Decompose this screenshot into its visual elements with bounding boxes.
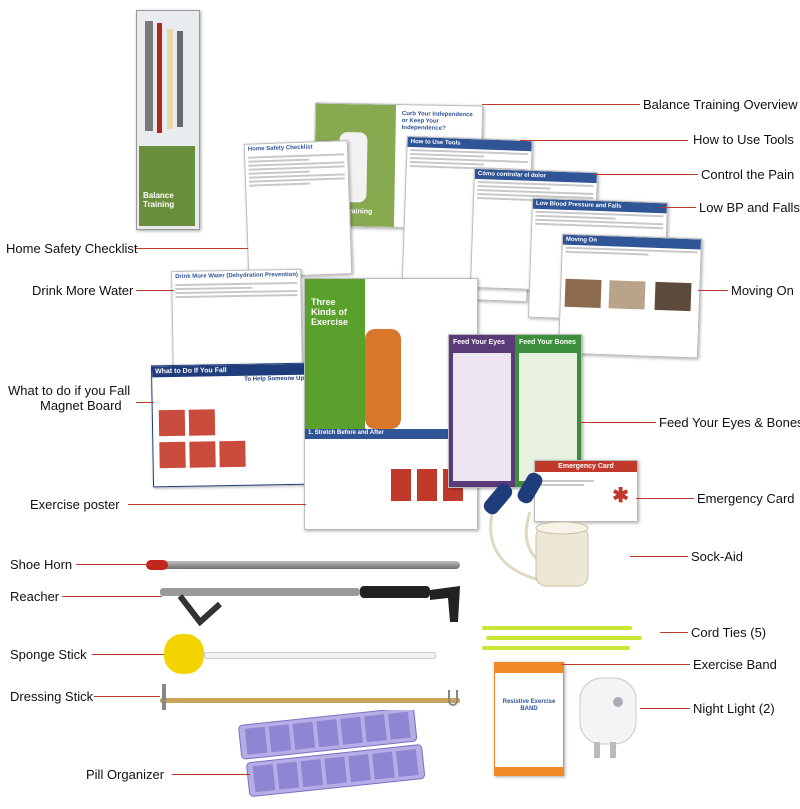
label-shoe-horn: Shoe Horn xyxy=(10,557,73,572)
label-sponge-stick: Sponge Stick xyxy=(10,647,87,662)
pill-organizer xyxy=(238,710,426,797)
sponge-stick xyxy=(164,634,464,684)
label-pill-organizer: Pill Organizer xyxy=(86,767,165,782)
water-title: Drink More Water (Dehydration Prevention… xyxy=(172,269,301,283)
emergency-title: Emergency Card xyxy=(535,461,637,472)
band-title: Resistive Exercise BAND xyxy=(502,699,556,712)
shoe-horn xyxy=(146,560,460,570)
label-exercise-poster: Exercise poster xyxy=(30,497,120,512)
medical-star-icon: ✱ xyxy=(612,485,629,507)
label-low-bp-and-falls: Low BP and Falls xyxy=(699,200,800,215)
label-emergency-card: Emergency Card xyxy=(697,491,795,506)
label-sock-aid: Sock-Aid xyxy=(691,549,744,564)
package-title: Balance Training xyxy=(143,191,175,209)
exercise-band-package: Resistive Exercise BAND xyxy=(494,662,564,776)
dressing-stick xyxy=(160,684,460,720)
label-exercise-band: Exercise Band xyxy=(693,657,777,672)
sock-aid xyxy=(483,472,589,587)
stretch-title: 1. Stretch Before and After xyxy=(308,430,384,436)
emergency-card: Emergency Card ✱ xyxy=(534,460,638,522)
reacher xyxy=(160,586,460,627)
bones-title: Feed Your Bones xyxy=(519,339,576,346)
label-drink-more-water: Drink More Water xyxy=(32,283,134,298)
kit-package: Balance Training xyxy=(136,10,200,230)
water-document: Drink More Water (Dehydration Prevention… xyxy=(171,268,303,378)
fall-magnet-board: What to Do If You Fall To Help Someone U… xyxy=(150,362,312,488)
label-reacher: Reacher xyxy=(10,589,60,604)
checklist-document: Home Safety Checklist xyxy=(243,140,353,278)
fall-subtitle: To Help Someone Up: xyxy=(244,375,307,383)
label-what-to-do-if-you-fall: What to do if you Fall xyxy=(8,383,131,398)
night-light xyxy=(579,677,637,758)
overview-title: Curb Your Independence or Keep Your Inde… xyxy=(401,111,473,132)
label-magnet-board: Magnet Board xyxy=(40,398,122,413)
label-how-to-use-tools: How to Use Tools xyxy=(693,132,794,147)
label-control-the-pain: Control the Pain xyxy=(701,167,795,182)
label-moving-on: Moving On xyxy=(731,283,794,298)
cord-ties xyxy=(482,626,642,650)
exercise-title: Three Kinds of Exercise xyxy=(311,297,349,327)
label-night-light: Night Light (2) xyxy=(693,701,775,716)
label-cord-ties: Cord Ties (5) xyxy=(691,625,767,640)
label-balance-training-overview: Balance Training Overview xyxy=(643,97,798,112)
label-dressing-stick: Dressing Stick xyxy=(10,689,94,704)
label-home-safety-checklist: Home Safety Checklist xyxy=(6,241,138,256)
label-feed-your-eyes-bones: Feed Your Eyes & Bones xyxy=(659,415,800,430)
eyes-title: Feed Your Eyes xyxy=(453,339,505,346)
